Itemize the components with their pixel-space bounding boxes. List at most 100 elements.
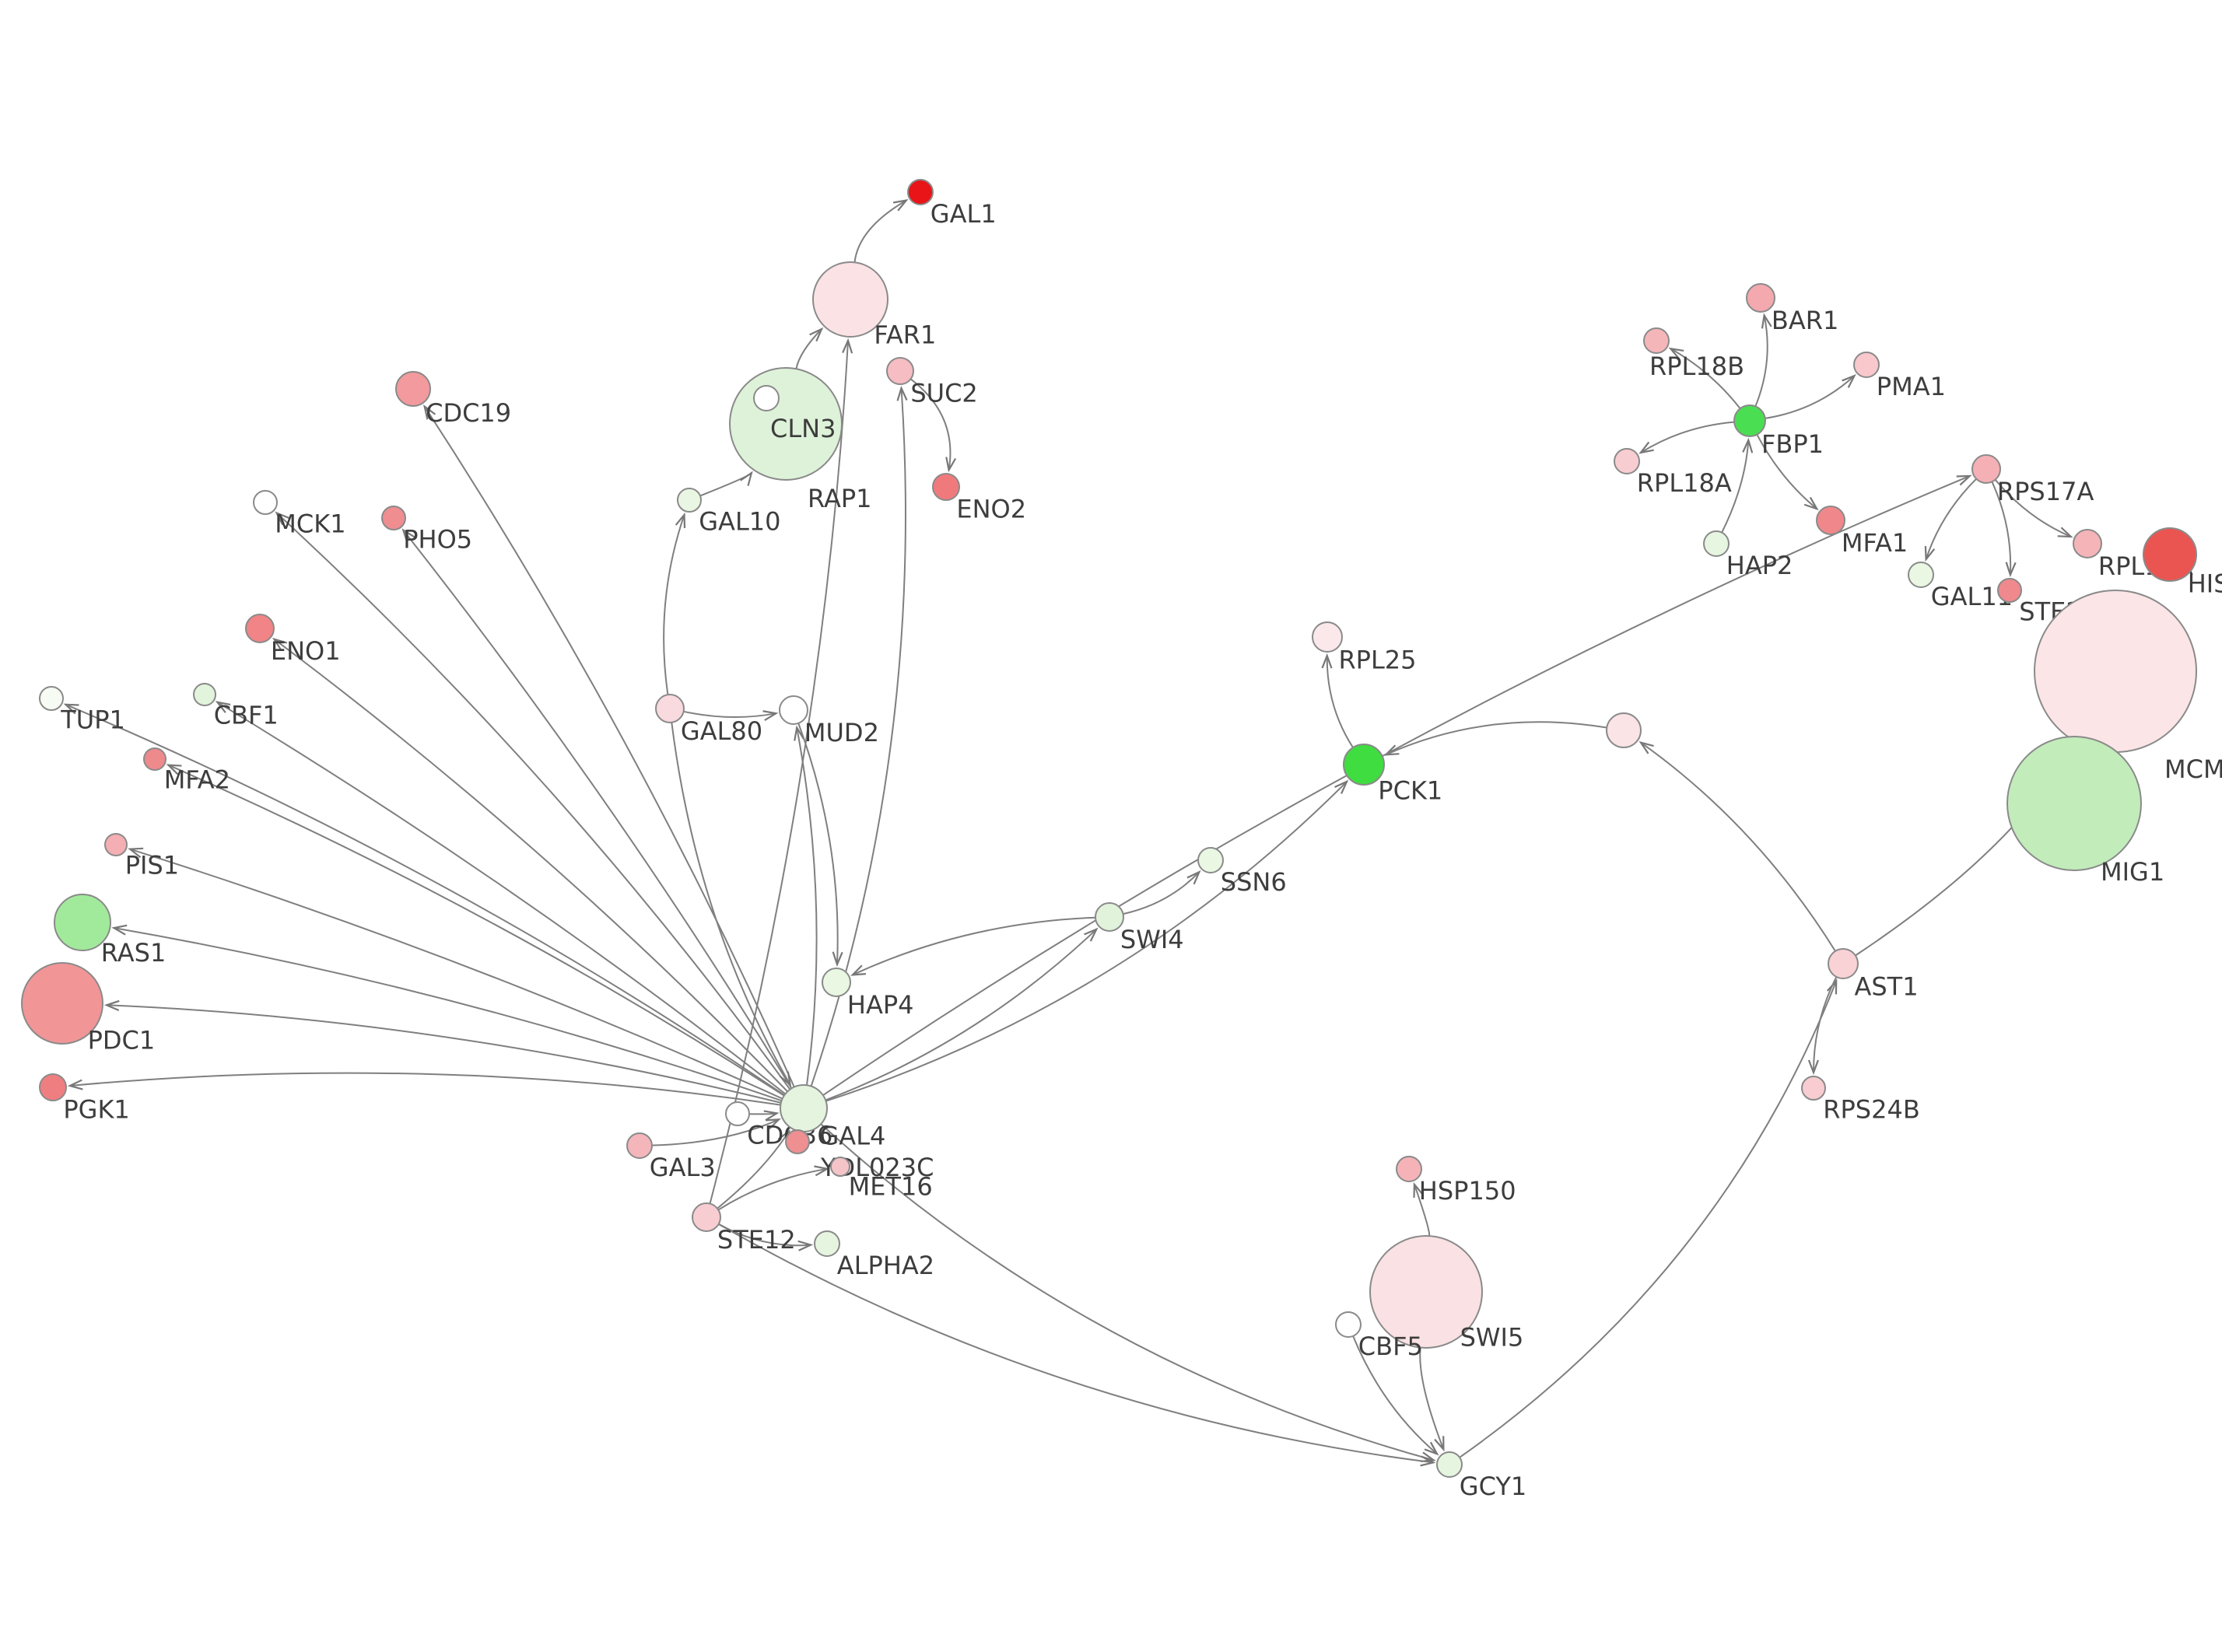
- node-label-RPL18B: RPL18B: [1649, 352, 1744, 381]
- node-label-MFA1: MFA1: [1842, 528, 1908, 558]
- node-RPL25[interactable]: [1312, 621, 1343, 653]
- node-layer: GAL1FAR1CLN3RAP1SUC2ENO2GAL10CDC19MCK1PH…: [21, 179, 2222, 1501]
- node-label-MUD2: MUD2: [804, 718, 879, 747]
- node-CBF1[interactable]: [193, 683, 216, 706]
- edge-GAL4-TUP1: [65, 705, 785, 1096]
- node-MFA1[interactable]: [1816, 506, 1845, 535]
- node-CBF5[interactable]: [1335, 1311, 1362, 1338]
- node-label-CLN3: CLN3: [770, 414, 836, 443]
- edge-GAL4-MFA2: [168, 765, 785, 1097]
- edge-FAR1-GAL1: [853, 201, 906, 263]
- edge-GAL4-PGK1: [70, 1072, 781, 1106]
- edge-GAL80-GAL10: [663, 515, 684, 695]
- node-label-PGK1: PGK1: [63, 1094, 129, 1124]
- node-label-MCM1: MCM1: [2164, 754, 2222, 784]
- node-PGK1[interactable]: [39, 1073, 67, 1101]
- edge-layer: [65, 201, 2073, 1463]
- node-label-RAP1: RAP1: [808, 484, 871, 513]
- edge-MUD2-HAP4: [797, 723, 837, 964]
- node-GAL11[interactable]: [1908, 562, 1934, 588]
- node-SSN6[interactable]: [1197, 847, 1224, 873]
- node-GAL3[interactable]: [626, 1132, 653, 1159]
- edge-GAL80-MUD2: [683, 712, 776, 717]
- node-STE12[interactable]: [692, 1202, 721, 1232]
- node-HIS4[interactable]: [2143, 527, 2197, 582]
- node-MET16[interactable]: [830, 1157, 850, 1177]
- node-GAL10[interactable]: [677, 488, 702, 513]
- node-RPS17A[interactable]: [1971, 454, 2001, 484]
- node-RAP1[interactable]: [753, 385, 780, 411]
- node-n1[interactable]: [1606, 712, 1642, 748]
- node-FBP1[interactable]: [1733, 404, 1766, 437]
- edge-GAL4-SWI4: [825, 929, 1096, 1101]
- edge-SWI5-HSP150: [1414, 1185, 1431, 1237]
- edge-GAL4-PDC1: [107, 1005, 782, 1104]
- node-HAP4[interactable]: [822, 968, 851, 997]
- node-FAR1[interactable]: [812, 261, 888, 338]
- edge-CBF5-GCY1: [1352, 1335, 1437, 1454]
- node-MUD2[interactable]: [779, 695, 808, 725]
- node-PIS1[interactable]: [104, 833, 128, 856]
- node-label-GCY1: GCY1: [1460, 1472, 1526, 1501]
- node-SUC2[interactable]: [886, 357, 914, 385]
- node-label-ENO1: ENO1: [271, 636, 341, 666]
- node-PMA1[interactable]: [1853, 352, 1880, 378]
- node-STE2[interactable]: [1997, 578, 2022, 603]
- edge-GAL4-MCK1: [277, 513, 791, 1090]
- node-RPL18B[interactable]: [1643, 327, 1670, 354]
- node-BAR1[interactable]: [1746, 283, 1775, 313]
- node-CDC19[interactable]: [395, 371, 431, 407]
- node-label-BAR1: BAR1: [1772, 306, 1838, 335]
- node-label-TUP1: TUP1: [60, 705, 125, 734]
- node-RPS24B[interactable]: [1801, 1076, 1826, 1101]
- node-label-RAS1: RAS1: [101, 938, 166, 968]
- edge-GAL4-CBF1: [217, 702, 787, 1095]
- node-ALPHA2[interactable]: [814, 1230, 840, 1257]
- node-label-ALPHA2: ALPHA2: [837, 1251, 934, 1280]
- node-HSP150[interactable]: [1396, 1156, 1422, 1182]
- node-label-RPS24B: RPS24B: [1823, 1094, 1920, 1124]
- edge-SUC2-ENO2: [909, 378, 951, 470]
- node-label-SWI4: SWI4: [1120, 925, 1184, 954]
- node-GAL1[interactable]: [907, 179, 934, 205]
- edge-FBP1-MFA1: [1756, 434, 1817, 509]
- node-GAL80[interactable]: [655, 694, 685, 723]
- node-label-FAR1: FAR1: [874, 320, 936, 349]
- node-MIG1[interactable]: [2006, 736, 2142, 871]
- node-AST1[interactable]: [1828, 948, 1859, 979]
- node-ENO1[interactable]: [245, 614, 275, 643]
- node-MCM1[interactable]: [2034, 590, 2197, 753]
- node-label-GAL10: GAL10: [699, 506, 780, 536]
- node-label-RPL18A: RPL18A: [1637, 468, 1732, 498]
- node-RPL18A[interactable]: [1614, 448, 1640, 474]
- edge-GAL4-MUD2: [797, 728, 818, 1086]
- node-RPL16A[interactable]: [2073, 529, 2102, 558]
- node-CDC36[interactable]: [725, 1101, 750, 1126]
- node-label-GAL4: GAL4: [820, 1122, 886, 1151]
- node-PHO5[interactable]: [381, 506, 406, 530]
- edge-CDC36-GAL4: [748, 1113, 777, 1114]
- edge-STE12-MET16: [717, 1169, 827, 1211]
- node-GCY1[interactable]: [1436, 1451, 1463, 1478]
- node-RAS1[interactable]: [54, 894, 111, 951]
- node-SWI4[interactable]: [1095, 902, 1124, 932]
- node-label-PHO5: PHO5: [403, 524, 472, 554]
- edge-SWI4-HAP4: [853, 916, 1096, 975]
- node-MFA2[interactable]: [143, 747, 166, 771]
- node-YDL023C[interactable]: [785, 1129, 810, 1154]
- node-SWI5[interactable]: [1369, 1235, 1483, 1349]
- node-label-PDC1: PDC1: [88, 1026, 156, 1055]
- node-MCK1[interactable]: [253, 490, 278, 515]
- node-label-PCK1: PCK1: [1378, 775, 1442, 805]
- node-ENO2[interactable]: [932, 473, 960, 501]
- node-HAP2[interactable]: [1703, 530, 1730, 557]
- node-PCK1[interactable]: [1343, 744, 1385, 786]
- node-label-MET16: MET16: [849, 1172, 933, 1202]
- edge-FBP1-PMA1: [1765, 376, 1855, 419]
- node-label-GAL3: GAL3: [650, 1153, 716, 1182]
- node-TUP1[interactable]: [39, 686, 64, 711]
- node-PDC1[interactable]: [21, 962, 103, 1045]
- node-label-GAL80: GAL80: [681, 716, 762, 746]
